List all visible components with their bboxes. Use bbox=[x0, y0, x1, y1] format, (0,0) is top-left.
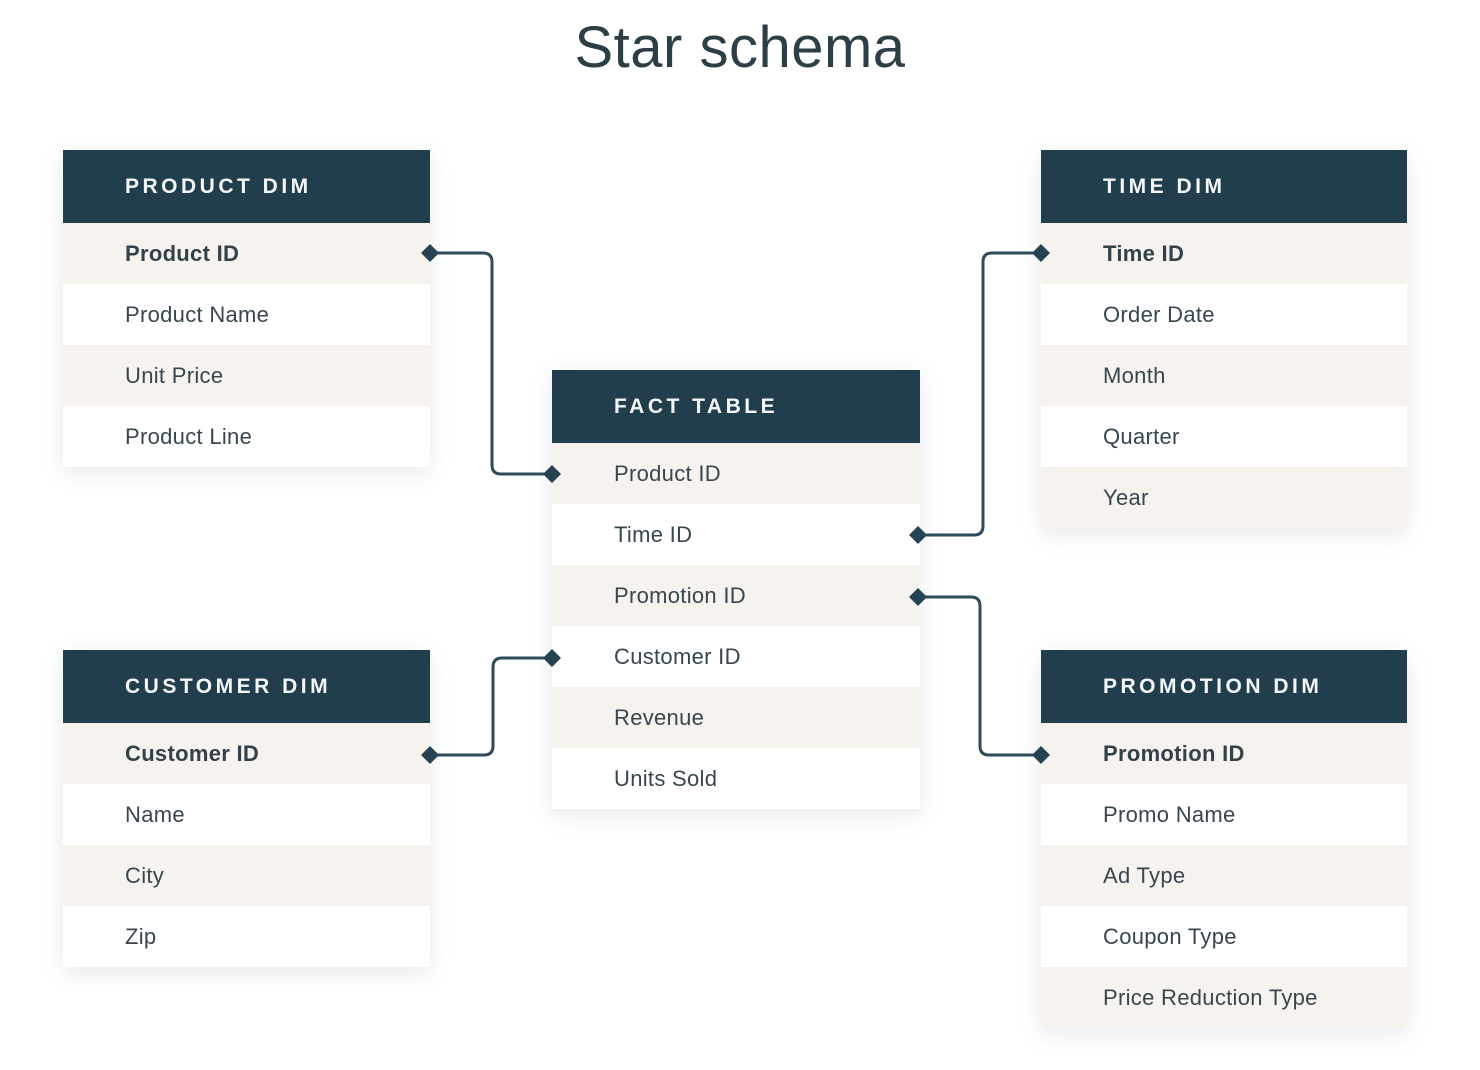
field-row: Revenue bbox=[552, 687, 920, 748]
table-fact: FACT TABLE Product ID Time ID Promotion … bbox=[552, 370, 920, 809]
field-row: Customer ID bbox=[552, 626, 920, 687]
connector-time bbox=[918, 251, 1041, 537]
table-fact-title: FACT TABLE bbox=[552, 370, 920, 443]
table-customer-dim-title: CUSTOMER DIM bbox=[63, 650, 430, 723]
field-row: Order Date bbox=[1041, 284, 1407, 345]
table-promotion-dim-title: PROMOTION DIM bbox=[1041, 650, 1407, 723]
field-row: Ad Type bbox=[1041, 845, 1407, 906]
field-row: City bbox=[63, 845, 430, 906]
connector-customer bbox=[430, 656, 552, 757]
field-row: Month bbox=[1041, 345, 1407, 406]
field-row: Units Sold bbox=[552, 748, 920, 809]
field-row: Promotion ID bbox=[552, 565, 920, 626]
table-product-dim-title: PRODUCT DIM bbox=[63, 150, 430, 223]
field-row: Product Name bbox=[63, 284, 430, 345]
field-row: Promotion ID bbox=[1041, 723, 1407, 784]
field-row: Unit Price bbox=[63, 345, 430, 406]
field-row: Time ID bbox=[1041, 223, 1407, 284]
field-row: Promo Name bbox=[1041, 784, 1407, 845]
field-row: Customer ID bbox=[63, 723, 430, 784]
field-row: Time ID bbox=[552, 504, 920, 565]
table-customer-dim: CUSTOMER DIM Customer ID Name City Zip bbox=[63, 650, 430, 967]
table-time-dim-title: TIME DIM bbox=[1041, 150, 1407, 223]
field-row: Zip bbox=[63, 906, 430, 967]
field-row: Product Line bbox=[63, 406, 430, 467]
field-row: Quarter bbox=[1041, 406, 1407, 467]
field-row: Product ID bbox=[63, 223, 430, 284]
table-product-dim: PRODUCT DIM Product ID Product Name Unit… bbox=[63, 150, 430, 467]
field-row: Price Reduction Type bbox=[1041, 967, 1407, 1028]
diagram-title: Star schema bbox=[574, 15, 906, 80]
field-row: Coupon Type bbox=[1041, 906, 1407, 967]
field-row: Name bbox=[63, 784, 430, 845]
table-time-dim: TIME DIM Time ID Order Date Month Quarte… bbox=[1041, 150, 1407, 528]
table-promotion-dim: PROMOTION DIM Promotion ID Promo Name Ad… bbox=[1041, 650, 1407, 1028]
field-row: Product ID bbox=[552, 443, 920, 504]
connector-promotion bbox=[918, 595, 1041, 757]
field-row: Year bbox=[1041, 467, 1407, 528]
connector-product bbox=[430, 251, 552, 476]
